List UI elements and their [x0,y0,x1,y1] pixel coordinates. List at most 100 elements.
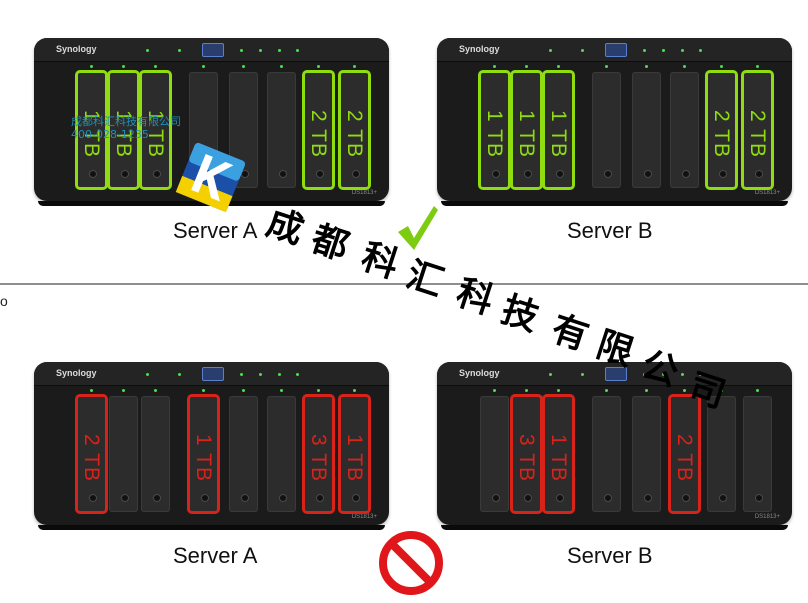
bay-led-icon [557,65,560,68]
status-led-icon [699,373,702,376]
drive-capacity-label: 2 TB [307,110,330,158]
status-led-icon [259,49,262,52]
watermark-character: 有 [546,308,594,359]
drive-capacity-label: 2 TB [673,434,696,482]
watermark-character: 科 [356,236,404,287]
drive-latch-icon [492,170,500,178]
caption-bottom-server-b: Server B [567,543,653,568]
watermark-character: 汇 [401,254,449,305]
bay-led-icon [202,65,205,68]
drive-latch-icon [153,494,161,502]
drive-latch-icon [279,170,287,178]
watermark-character: 技 [496,289,544,340]
bay-led-icon [683,389,686,392]
bay-led-icon [122,389,125,392]
drive-bay-7: 2 TB [705,65,738,190]
small-watermark: 成都科汇科技有限公司 400-028-1235 [71,115,181,141]
drive-latch-icon [279,494,287,502]
status-led-icon [296,49,299,52]
section-divider [0,283,808,285]
drive-latch-icon [719,494,727,502]
bay-led-icon [525,65,528,68]
nas-status-display [605,367,627,381]
nas-status-display [202,43,224,57]
drive-latch-icon [556,170,564,178]
bay-led-icon [605,65,608,68]
nas-brand-label: Synology [459,44,500,54]
nas-brand-label: Synology [56,44,97,54]
status-led-icon [549,49,552,52]
drive-bay-2: 1 TB [107,65,140,190]
drive-capacity-label: 1 TB [144,110,167,158]
nas-base [38,525,385,530]
bay-led-icon [353,389,356,392]
status-led-icon [146,373,149,376]
drive-latch-icon [682,494,690,502]
status-led-icon [240,49,243,52]
drive-bay-1 [480,389,509,512]
drive-bay-4: 1 TB [187,389,220,514]
drive-capacity-label: 1 TB [483,110,506,158]
drive-bay-6 [267,65,296,188]
bay-led-icon [154,389,157,392]
status-led-icon [296,373,299,376]
prohibited-icon [379,531,443,595]
status-led-icon [662,49,665,52]
watermark-character: 科 [451,272,499,323]
bay-led-icon [525,389,528,392]
drive-capacity-label: 1 TB [515,110,538,158]
bay-led-icon [122,65,125,68]
bay-led-icon [645,65,648,68]
drive-bay-6: 2 TB [668,389,701,514]
status-led-icon [240,373,243,376]
status-led-icon [681,49,684,52]
drive-latch-icon [644,170,652,178]
drive-bay-3 [141,389,170,512]
status-led-icon [681,373,684,376]
status-led-icon [278,49,281,52]
bay-led-icon [493,389,496,392]
bay-led-icon [557,389,560,392]
bay-led-icon [683,65,686,68]
drive-capacity-label: 3 TB [515,434,538,482]
drive-latch-icon [241,494,249,502]
status-led-icon [643,373,646,376]
drive-capacity-label: 1 TB [343,434,366,482]
nas-model-label: DS1813+ [754,190,780,196]
drive-latch-icon [755,170,763,178]
drive-latch-icon [755,494,763,502]
drive-latch-icon [153,170,161,178]
drive-bay-1: 1 TB [478,65,511,190]
drive-capacity-label: 2 TB [746,110,769,158]
drive-bay-3: 1 TB [542,389,575,514]
drive-bay-1: 1 TB [75,65,108,190]
nas-base [441,525,788,530]
drive-latch-icon [644,494,652,502]
drive-bay-5 [229,389,258,512]
company-logo-icon [175,142,246,213]
status-led-icon [643,49,646,52]
caption-top-server-a: Server A [173,218,258,243]
bay-led-icon [280,389,283,392]
drive-bay-2: 1 TB [510,65,543,190]
nas-brand-label: Synology [56,368,97,378]
small-watermark-phone: 400-028-1235 [71,128,149,141]
checkmark-icon [398,206,438,250]
drive-latch-icon [316,170,324,178]
status-led-icon [581,373,584,376]
drive-latch-icon [89,494,97,502]
drive-latch-icon [492,494,500,502]
drive-latch-icon [201,494,209,502]
status-led-icon [581,49,584,52]
drive-bay-7: 2 TB [302,65,335,190]
drive-latch-icon [719,170,727,178]
drive-bay-2 [109,389,138,512]
drive-capacity-label: 1 TB [112,110,135,158]
drive-bay-7: 3 TB [302,389,335,514]
drive-bay-5 [632,65,661,188]
drive-bay-5 [632,389,661,512]
caption-top-server-b: Server B [567,218,653,243]
bay-led-icon [317,389,320,392]
